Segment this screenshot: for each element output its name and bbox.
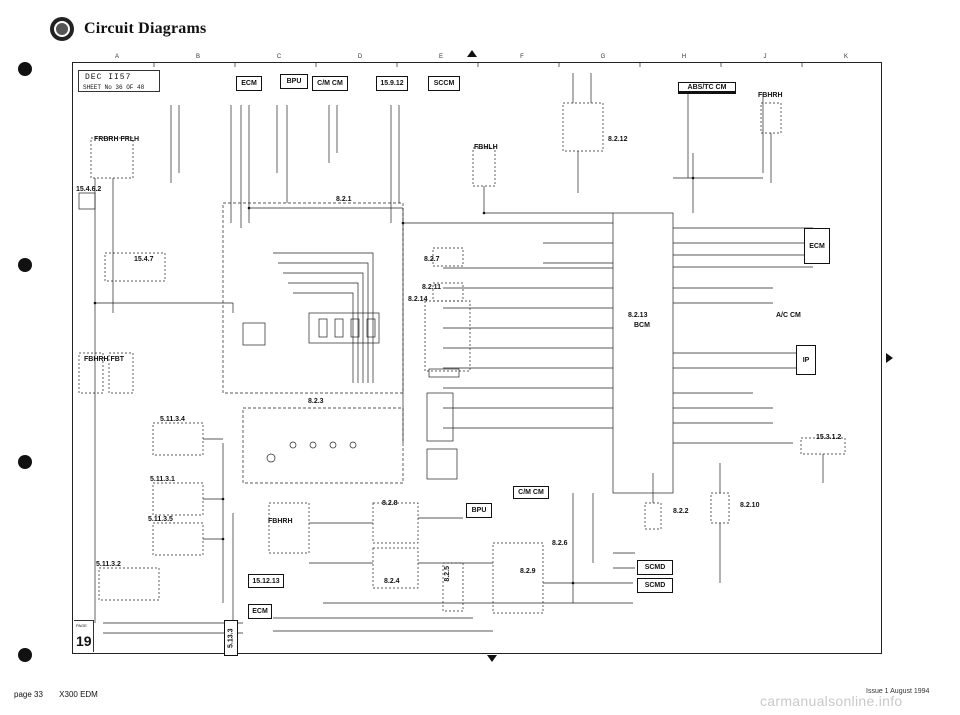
ref-15-4-7: 15.4.7 (134, 256, 154, 263)
module-cmcm-top: C/M CM (312, 76, 348, 91)
ref-8-2-4: 8.2.4 (384, 578, 400, 585)
module-ecm-bottom: ECM (248, 604, 272, 619)
page-number: 19 (76, 633, 92, 649)
ref-8-2-11: 8.2.11 (422, 284, 442, 291)
zone-letter: K (843, 54, 849, 60)
zone-letter: H (681, 54, 687, 60)
ref-8-2-8: 8.2.8 (382, 500, 398, 507)
page-header: Circuit Diagrams (50, 14, 206, 44)
ref-5-11-3-2: 5.11.3.2 (96, 561, 121, 568)
ref-15-4-6-2: 15.4.6.2 (76, 186, 102, 193)
label-fbhrh-mid: FBHRH (268, 518, 293, 525)
ref-8-2-13: 8.2.13 (628, 312, 648, 319)
ref-8-2-12: 8.2.12 (608, 136, 628, 143)
wiring-diagram (78, 63, 846, 634)
label-fbhrh-fbt: FBHRH FBT (84, 356, 125, 363)
circuit-sheet (72, 62, 882, 654)
footer-issue: Issue 1 August 1994 (866, 688, 930, 695)
ref-5-11-3-1: 5.11.3.1 (150, 476, 175, 483)
module-ecm-top: ECM (236, 76, 262, 91)
sheet-code: DEC II57 (85, 73, 132, 82)
page-number-caption: PAGE (76, 623, 87, 628)
watermark-text: carmanualsonline.info (760, 693, 903, 709)
arrow-right-icon (886, 353, 893, 363)
module-sccm: SCCM (428, 76, 460, 91)
label-frbrh-frlh: FRBRH FRLH (94, 136, 140, 143)
zone-letter: G (600, 54, 606, 60)
binder-hole-icon (18, 62, 32, 76)
label-fbhlh: FBHLH (474, 144, 498, 151)
zone-ruler: A B C D E F G H J K (72, 54, 882, 64)
binder-hole-icon (18, 648, 32, 662)
module-cmcm-mid: C/M CM (513, 486, 549, 499)
zone-letter: F (520, 54, 524, 60)
module-abs-tc-cm: ABS/TC CM (678, 82, 736, 94)
module-ip: IP (796, 345, 816, 375)
ref-8-2-1: 8.2.1 (336, 196, 352, 203)
binder-hole-icon (18, 455, 32, 469)
label-fbhrh-right: FBHRH (758, 92, 783, 99)
zone-letter: E (438, 54, 444, 60)
module-ac-cm: A/C CM (776, 312, 801, 319)
zone-letter: C (276, 54, 282, 60)
module-scmd-1: SCMD (637, 560, 673, 575)
ref-8-2-2: 8.2.2 (673, 508, 689, 515)
page-title: Circuit Diagrams (84, 20, 207, 37)
ref-8-2-14: 8.2.14 (408, 296, 428, 303)
footer-left: page 33 X300 EDM (14, 690, 98, 699)
module-bcm: BCM (634, 322, 650, 329)
arrow-down-icon (487, 655, 497, 662)
ref-15-9-12: 15.9.12 (376, 76, 408, 91)
ref-15-12-13: 15.12.13 (248, 574, 284, 588)
module-ecm-right: ECM (804, 228, 830, 264)
sheet-reference: DEC II57 SHEET No 36 OF 48 (78, 70, 160, 92)
ref-5-11-3-4: 5.11.3.4 (160, 416, 185, 423)
ref-15-3-1-2: 15.3.1.2 (816, 434, 842, 441)
footer-model: X300 EDM (59, 690, 98, 699)
arrow-up-icon (467, 50, 477, 57)
jaguar-logo-icon (50, 17, 74, 41)
zone-letter: D (357, 54, 363, 60)
module-bpu-mid: BPU (466, 503, 492, 518)
ref-8-2-3: 8.2.3 (308, 398, 324, 405)
zone-letter: B (195, 54, 201, 60)
binder-hole-icon (18, 258, 32, 272)
ref-8-2-5: 8.2.5 (444, 566, 451, 582)
ref-8-2-9: 8.2.9 (520, 568, 536, 575)
ref-5-13-3: 5.13.3 (224, 620, 238, 656)
ref-8-2-7: 8.2.7 (424, 256, 440, 263)
zone-letter: J (763, 54, 767, 60)
ref-8-2-10: 8.2.10 (740, 502, 760, 509)
ref-8-2-6: 8.2.6 (552, 540, 568, 547)
page-number-box: PAGE 19 (74, 620, 94, 652)
zone-letter: A (114, 54, 120, 60)
sheet-number: SHEET No 36 OF 48 (83, 84, 145, 91)
module-bpu-top: BPU (280, 74, 308, 89)
module-scmd-2: SCMD (637, 578, 673, 593)
ref-5-11-3-5: 5.11.3.5 (148, 516, 173, 523)
footer-page: page 33 (14, 690, 43, 699)
